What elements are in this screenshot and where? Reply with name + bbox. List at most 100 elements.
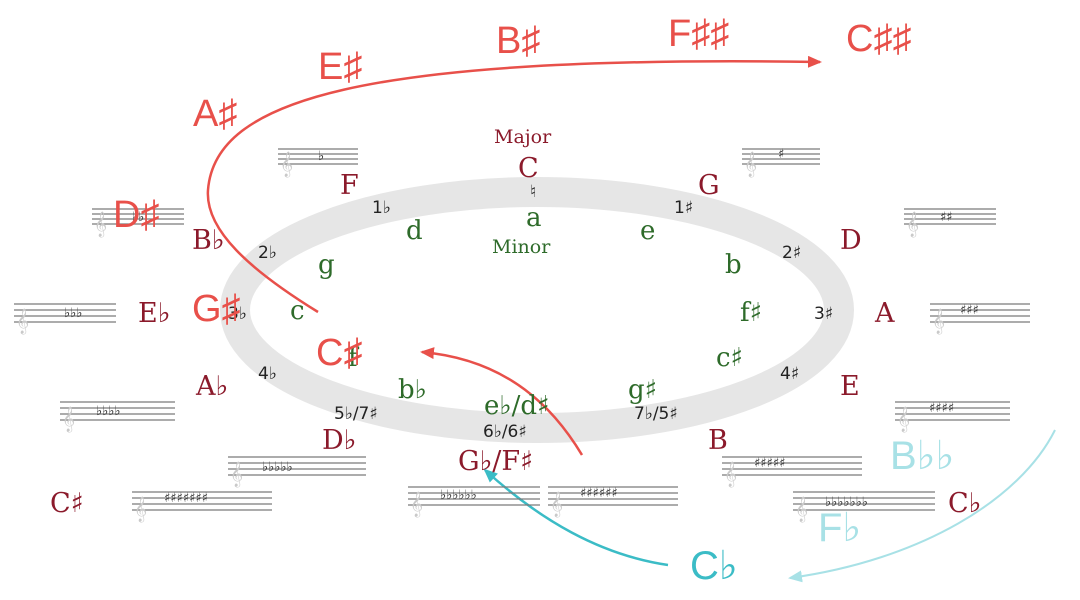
staff-acc: ♯♯♯♯♯ <box>754 456 785 471</box>
major-key-Bb: B♭ <box>192 225 225 256</box>
staff-acc: ♯♯♯ <box>960 303 979 318</box>
svg-text:𝄞: 𝄞 <box>795 496 808 522</box>
signature-5b-7s: 5♭/7♯ <box>334 404 378 424</box>
arrow-lightteal <box>788 429 1056 583</box>
minor-key-fs: f♯ <box>740 298 763 328</box>
staff-Ab: 𝄞 ♭♭♭♭ <box>60 401 175 432</box>
annotation-C-flat: C♭ <box>690 544 738 588</box>
natural-sign: ♮ <box>530 182 537 202</box>
minor-key-gs: g♯ <box>628 375 658 405</box>
major-key-Gb-Fs: G♭/F♯ <box>458 446 534 477</box>
staff-acc: ♭♭♭♭♭♭♭ <box>825 495 868 510</box>
signature-2-flats: 2♭ <box>258 243 277 263</box>
staff-acc: ♭♭♭♭ <box>96 404 121 419</box>
signature-4-flats: 4♭ <box>258 364 277 384</box>
minor-key-cs: c♯ <box>716 343 744 373</box>
svg-text:𝄞: 𝄞 <box>94 211 107 237</box>
svg-text:𝄞: 𝄞 <box>906 211 919 237</box>
signature-1-sharp: 1♯ <box>674 198 694 218</box>
major-heading: Major <box>494 126 552 148</box>
svg-text:𝄞: 𝄞 <box>744 151 757 177</box>
svg-text:𝄞: 𝄞 <box>897 406 910 432</box>
annotation-B-double-flat: B♭♭ <box>890 434 955 478</box>
staff-Bb: 𝄞 ♭♭ <box>92 208 184 237</box>
annotation-D-sharp: D♯ <box>113 194 160 236</box>
annotation-F-double-sharp: F♯♯ <box>668 13 730 55</box>
svg-text:𝄞: 𝄞 <box>410 491 423 517</box>
minor-key-bb: b♭ <box>398 375 427 405</box>
annotation-C-double-sharp: C♯♯ <box>846 18 912 60</box>
staff-acc: ♯♯ <box>940 210 953 225</box>
key-ring <box>220 177 854 443</box>
major-key-F: F <box>340 170 359 201</box>
signature-3-flats: 3♭ <box>228 304 247 324</box>
staff-acc: ♭♭ <box>132 210 144 225</box>
staff-F: 𝄞♭ <box>278 148 358 177</box>
signature-1-flat: 1♭ <box>372 198 391 218</box>
svg-text:𝄞: 𝄞 <box>134 496 147 522</box>
minor-key-d: d <box>406 216 423 246</box>
arrow-red-outer <box>206 55 822 314</box>
staff-B: 𝄞 ♯♯♯♯♯ <box>722 456 862 487</box>
signature-6b-6s: 6♭/6♯ <box>483 422 527 442</box>
minor-key-a: a <box>526 203 542 233</box>
minor-key-e: e <box>640 216 656 246</box>
signature-7b-5s: 7♭/5♯ <box>634 404 678 424</box>
minor-heading: Minor <box>492 236 551 258</box>
annotation-G-sharp: G♯ <box>192 288 241 330</box>
annotation-E-sharp: E♯ <box>318 46 363 88</box>
minor-key-b: b <box>725 250 742 280</box>
staff-E: 𝄞 ♯♯♯♯ <box>895 401 1010 432</box>
major-key-Eb: E♭ <box>138 298 171 329</box>
major-key-Ab: A♭ <box>196 371 229 402</box>
major-key-G: G <box>698 170 720 201</box>
major-key-B: B <box>708 425 728 456</box>
svg-text:𝄞: 𝄞 <box>230 461 243 487</box>
staff-A: 𝄞 ♯♯♯ <box>930 303 1030 334</box>
signature-4-sharps: 4♯ <box>780 364 800 384</box>
svg-text:𝄞: 𝄞 <box>62 406 75 432</box>
svg-text:𝄞: 𝄞 <box>932 308 945 334</box>
signature-3-sharps: 3♯ <box>814 304 834 324</box>
staff-G: 𝄞♯ <box>742 147 820 177</box>
svg-text:𝄞: 𝄞 <box>724 461 737 487</box>
staff-acc: ♯♯♯♯♯♯♯ <box>164 491 208 506</box>
minor-key-eb-ds: e♭/d♯ <box>484 391 550 421</box>
svg-text:𝄞: 𝄞 <box>550 491 563 517</box>
svg-text:𝄞: 𝄞 <box>280 151 293 177</box>
major-key-Csharp: C♯ <box>50 488 84 519</box>
staff-D: 𝄞 ♯♯ <box>904 208 996 237</box>
major-key-A: A <box>875 298 895 329</box>
signature-2-sharps: 2♯ <box>782 243 802 263</box>
arrow-teal <box>483 468 669 567</box>
staff-acc: ♭ <box>318 149 324 164</box>
annotation-B-sharp: B♯ <box>496 20 541 62</box>
staff-acc: ♭♭♭♭♭ <box>262 460 293 475</box>
major-key-Db: D♭ <box>322 425 357 456</box>
minor-key-g: g <box>318 250 335 280</box>
major-key-E: E <box>840 371 860 402</box>
minor-key-c: c <box>290 296 305 326</box>
staff-acc: ♭♭♭♭♭♭ <box>440 488 477 503</box>
minor-key-f: f <box>348 343 358 373</box>
major-key-C: C <box>518 153 539 184</box>
staff-Cb: 𝄞 ♭♭♭♭♭♭♭ <box>793 491 935 522</box>
major-key-D: D <box>840 225 862 256</box>
annotation-F-flat: F♭ <box>818 506 862 550</box>
staff-Fs: 𝄞 ♯♯♯♯♯♯ <box>548 486 678 517</box>
staff-Cs: 𝄞 ♯♯♯♯♯♯♯ <box>132 491 272 522</box>
staff-Gb: 𝄞 ♭♭♭♭♭♭ <box>408 486 540 517</box>
staff-acc: ♯♯♯♯ <box>929 401 954 416</box>
staff-acc: ♯♯♯♯♯♯ <box>580 486 618 501</box>
svg-text:𝄞: 𝄞 <box>16 308 29 334</box>
major-key-Cb: C♭ <box>948 488 982 519</box>
annotation-C-sharp: C♯ <box>316 332 363 374</box>
staff-Db: 𝄞 ♭♭♭♭♭ <box>228 456 366 487</box>
staff-Eb: 𝄞 ♭♭♭ <box>14 303 116 334</box>
staff-acc: ♭♭♭ <box>64 306 82 321</box>
annotation-A-sharp: A♯ <box>193 93 238 135</box>
staff-acc: ♯ <box>778 147 784 162</box>
arrow-red-inner <box>420 347 584 456</box>
